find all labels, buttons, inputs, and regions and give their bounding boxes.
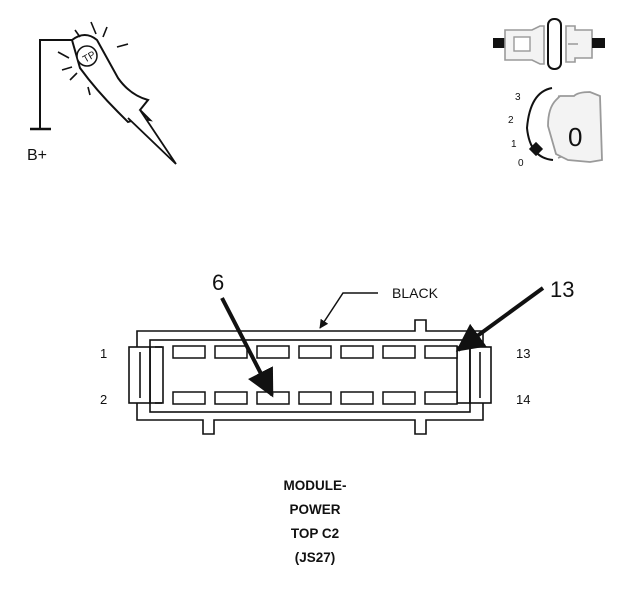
cavity bbox=[172, 345, 206, 359]
caption-line: MODULE- bbox=[283, 478, 347, 493]
ignition-position-2: 2 bbox=[508, 115, 514, 126]
callout-arrow-13 bbox=[455, 286, 545, 352]
pin-label-1: 1 bbox=[100, 346, 107, 361]
cavity bbox=[382, 391, 416, 405]
cavity bbox=[340, 345, 374, 359]
ignition-position-0: 0 bbox=[518, 158, 524, 169]
connector-cavities bbox=[172, 345, 458, 405]
cavity bbox=[424, 391, 458, 405]
callout-arrow-6 bbox=[220, 297, 274, 398]
cavity bbox=[298, 345, 332, 359]
pin-label-13: 13 bbox=[516, 346, 530, 361]
callout-6: 6 bbox=[212, 270, 224, 295]
key-position-label: 0 bbox=[568, 122, 582, 152]
pin-label-14: 14 bbox=[516, 392, 530, 407]
cavity bbox=[424, 345, 458, 359]
ignition-key-icon: 0 3 2 1 0 bbox=[508, 87, 603, 169]
ignition-position-1: 1 bbox=[511, 139, 517, 150]
connector-caption: MODULE- POWER TOP C2 (JS27) bbox=[230, 474, 400, 570]
caption-line: (JS27) bbox=[294, 550, 336, 565]
cavity bbox=[340, 391, 374, 405]
cavity bbox=[214, 345, 248, 359]
cavity bbox=[172, 391, 206, 405]
connector-body bbox=[128, 319, 492, 435]
caption-line: TOP C2 bbox=[290, 526, 340, 541]
cavity bbox=[256, 345, 290, 359]
cavity bbox=[214, 391, 248, 405]
test-light-icon: TP B+ bbox=[27, 21, 177, 165]
connector-color-label: BLACK bbox=[392, 285, 439, 301]
color-leader-line bbox=[319, 292, 378, 329]
cavity bbox=[382, 345, 416, 359]
callout-13: 13 bbox=[550, 277, 574, 302]
ignition-position-3: 3 bbox=[515, 92, 521, 103]
cavity bbox=[298, 391, 332, 405]
caption-line: POWER bbox=[289, 502, 341, 517]
pin-label-2: 2 bbox=[100, 392, 107, 407]
b-plus-label: B+ bbox=[27, 147, 47, 164]
connector-disconnect-icon bbox=[493, 18, 605, 70]
